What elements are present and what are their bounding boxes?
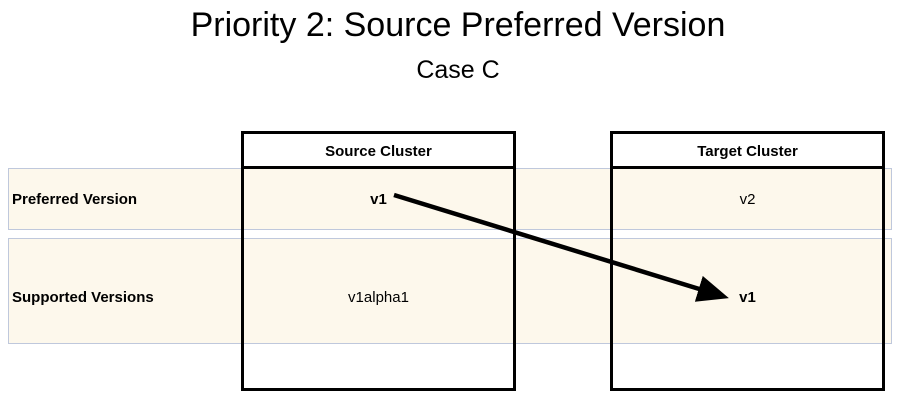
row-label-supported-versions: Supported Versions: [12, 289, 154, 306]
page-title: Priority 2: Source Preferred Version: [190, 6, 726, 44]
cell-target-preferred-version: v2: [739, 191, 756, 208]
target-cluster-header: Target Cluster: [613, 134, 882, 169]
page-subtitle: Case C: [416, 56, 500, 84]
cell-source-supported-versions: v1alpha1: [348, 289, 409, 306]
row-label-preferred-version: Preferred Version: [12, 191, 138, 208]
cell-source-preferred-version: v1: [370, 191, 387, 208]
target-cluster-box: Target Cluster: [610, 131, 885, 391]
source-cluster-box: Source Cluster: [241, 131, 516, 391]
cell-target-supported-versions: v1: [739, 289, 756, 306]
source-cluster-header: Source Cluster: [244, 134, 513, 169]
